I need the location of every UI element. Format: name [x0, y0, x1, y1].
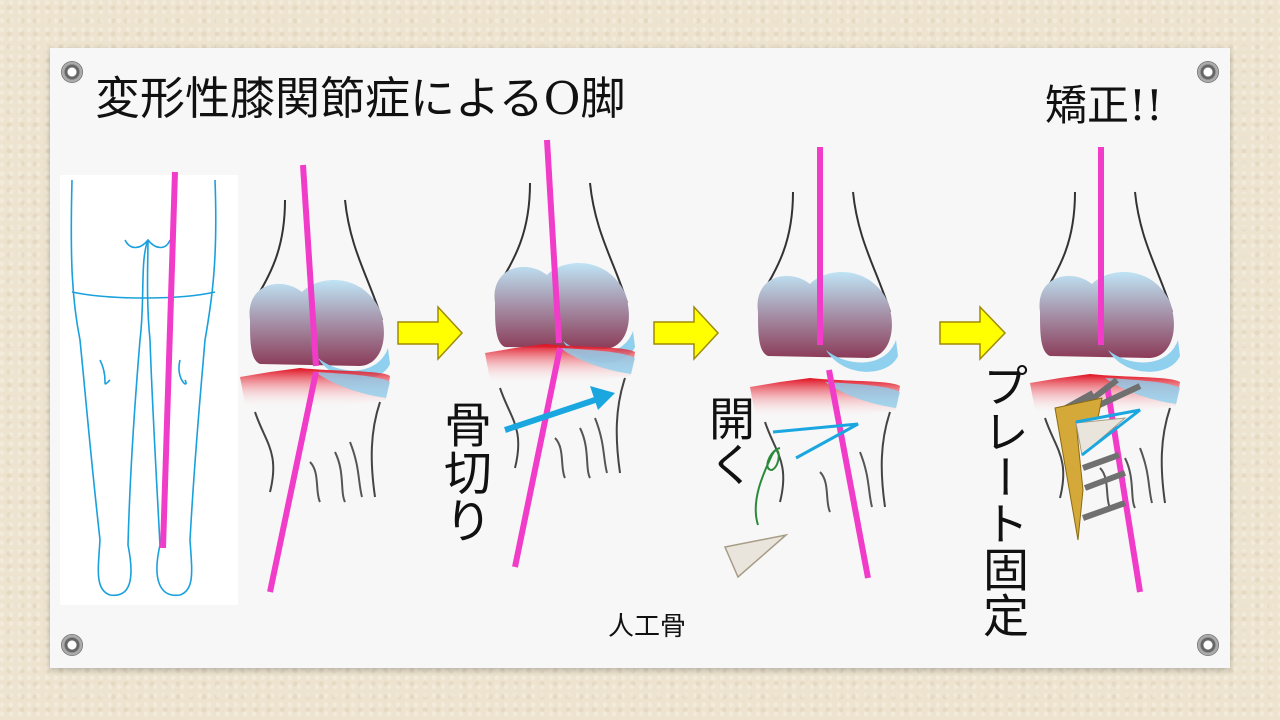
next-step-arrow-icon	[653, 305, 720, 361]
fixation-plate	[1054, 377, 1142, 541]
femur-2	[493, 182, 636, 364]
tibia-3	[749, 377, 901, 513]
femur-3	[756, 191, 899, 373]
leg-outline-figure	[60, 175, 238, 605]
tibia-4	[1029, 373, 1181, 509]
femur-4	[1038, 191, 1181, 373]
femur-1	[248, 199, 391, 381]
screw-icon	[61, 61, 83, 83]
slide-card	[50, 48, 1230, 668]
artificial-bone-label: 人工骨	[608, 612, 687, 642]
screw-icon	[61, 634, 83, 656]
next-step-arrow-icon	[939, 305, 1007, 361]
open-label: 開く	[702, 395, 756, 487]
plate-fixation-label: プレート固定	[976, 362, 1030, 638]
correction-title: 矯正!!	[1045, 81, 1163, 130]
screw-icon	[1197, 61, 1219, 83]
opened-cut-line	[772, 422, 859, 460]
artificial-bone-wedge	[723, 533, 789, 579]
next-step-arrow-icon	[397, 305, 464, 361]
slide-title: 変形性膝関節症によるO脚	[95, 72, 626, 125]
alignment-lines	[160, 139, 1143, 593]
osteotomy-arrow-icon	[504, 386, 615, 433]
rotation-arrow-icon	[754, 447, 781, 526]
screw-icon	[1197, 634, 1219, 656]
osteotomy-label: 骨切り	[435, 400, 491, 544]
